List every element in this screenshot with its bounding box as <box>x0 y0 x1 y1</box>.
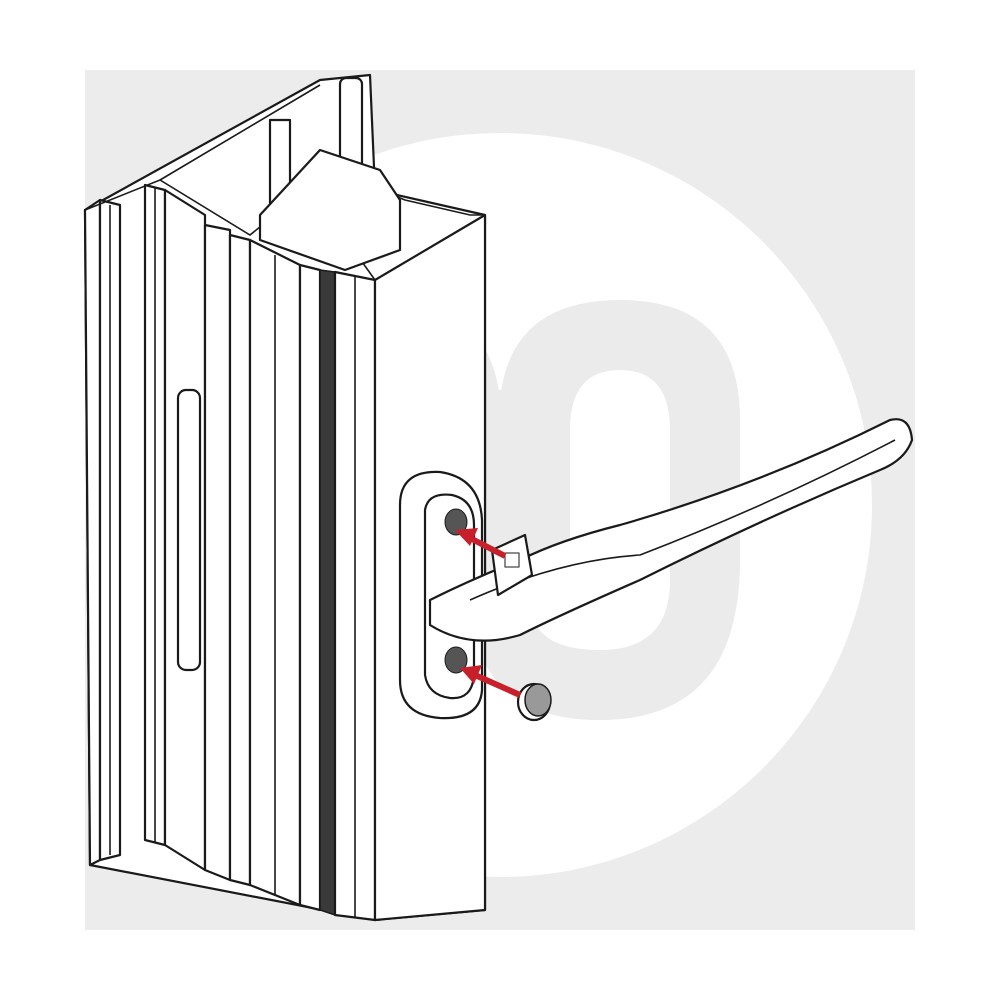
insertion-arrow-top <box>455 528 507 559</box>
spindle-square <box>504 552 520 568</box>
cover-cap <box>516 682 552 722</box>
handle-lever <box>428 418 914 642</box>
insertion-arrow-bottom <box>460 665 522 698</box>
screw-hole-bottom <box>444 646 468 674</box>
window-profile <box>83 73 487 922</box>
screw-hole-top <box>444 508 468 536</box>
